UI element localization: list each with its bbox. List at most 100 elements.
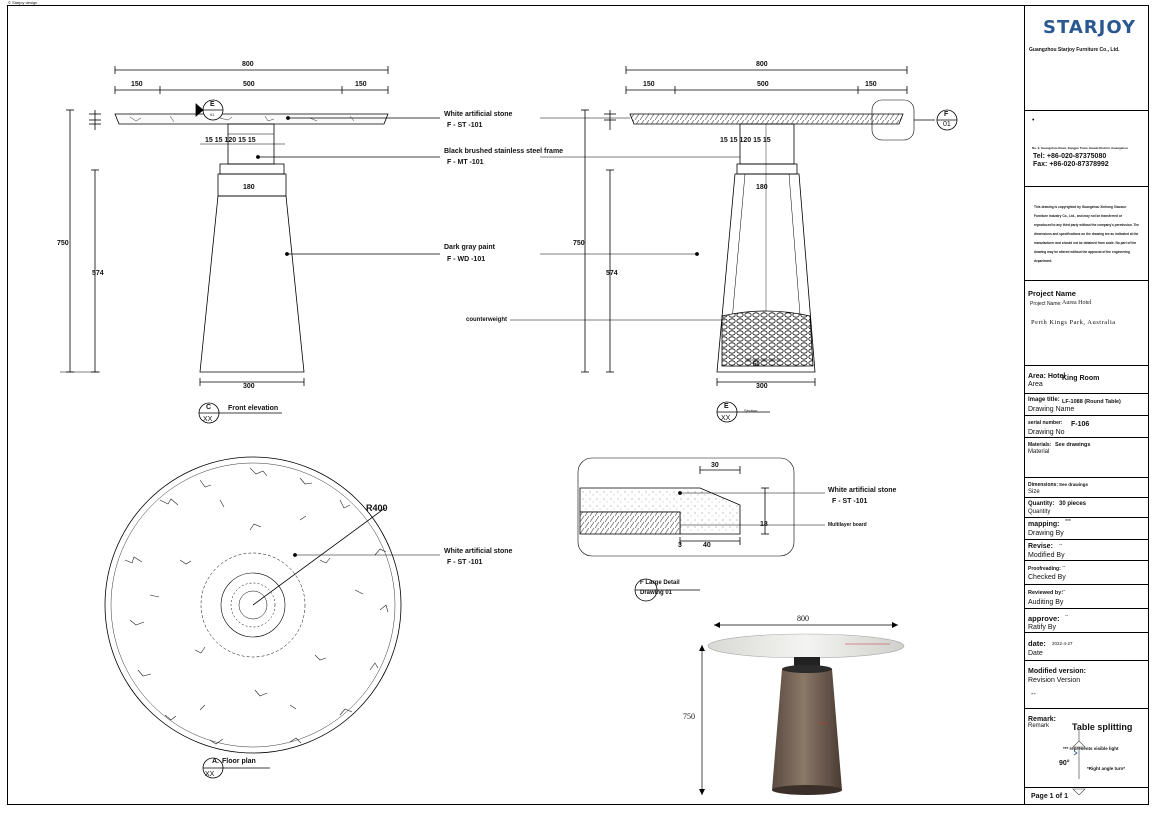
detail-dim-bottom: 40 (703, 542, 711, 549)
callout-frame-code: F - MT -101 (447, 159, 484, 166)
date-label: date: (1028, 639, 1046, 648)
materials-value: See drawings (1055, 442, 1091, 448)
area-value: King Room (1062, 375, 1100, 382)
approve-label: approve: (1028, 614, 1060, 623)
section-tag-letter: E (724, 403, 729, 410)
plan-tag-letter: A. (212, 758, 219, 765)
detail-stone-code: F - ST -101 (832, 498, 868, 505)
image-label: Image title: (1028, 397, 1060, 403)
proof-label: Proofreading: (1028, 566, 1061, 572)
detail-dim-small: 3 (678, 542, 682, 549)
remark-label: Remark: (1028, 716, 1057, 723)
callout-stone-code: F - ST -101 (447, 122, 483, 129)
serial-cell: serial number: F-106 Drawing No (1025, 416, 1148, 438)
plan-radius: R400 (366, 503, 388, 513)
date-sub: Date (1028, 650, 1043, 657)
table-render (699, 622, 905, 795)
review-cell: Reviewed by: -- Auditing By (1025, 585, 1148, 609)
page-number: Page 1 of 1 (1031, 793, 1068, 800)
mapping-label: mapping: (1028, 521, 1060, 528)
dimension-sub: Size (1028, 489, 1040, 495)
project-location: Perth Kings Park, Australia (1031, 319, 1116, 326)
materials-label: Materials: (1028, 442, 1052, 448)
front-dim-mid: 500 (243, 81, 255, 88)
project-name: Aurea Hotel (1062, 300, 1092, 306)
dimension-cell: Dimensions: See drawings Size (1025, 478, 1148, 498)
front-dim-total: 800 (242, 61, 254, 68)
section-dim-right: 150 (865, 81, 877, 88)
callout-paint-code: F - WD -101 (447, 256, 486, 263)
front-dim-col: 180 (243, 184, 255, 191)
quantity-label: Quantity: (1028, 501, 1055, 507)
section-dim-mid: 500 (757, 81, 769, 88)
title-block: STARJOY Guangzhou Starjoy Furniture Co.,… (1024, 5, 1149, 805)
proof-sub: Checked By (1028, 574, 1066, 581)
modified-cell: Modified version: Revision Version -- (1025, 661, 1148, 709)
top-note: © Starjoy design (8, 0, 38, 5)
detail-board: Multilayer board (828, 522, 867, 528)
section-dim-total: 800 (756, 61, 768, 68)
callout-frame: Black brushed stainless steel frame (444, 148, 564, 155)
approve-cell: approve: -- Ratify By (1025, 609, 1148, 633)
image-value: LF-1088 (Round Table) (1062, 399, 1121, 405)
company-cell: STARJOY Guangzhou Starjoy Furniture Co.,… (1025, 5, 1148, 111)
serial-value: F-106 (1071, 421, 1090, 428)
large-detail (577, 457, 825, 602)
project-cell: Project Name Project Name: Aurea Hotel P… (1025, 281, 1148, 366)
front-dim-inner: 15 15 120 15 15 (205, 137, 256, 144)
revise-cell: Revise: -- Modified By (1025, 540, 1148, 561)
remark-sub: Remark (1028, 723, 1050, 729)
callout-counterweight: counterweight (466, 317, 508, 323)
section-dim-left: 150 (643, 81, 655, 88)
mapping-sub: Drawing By (1028, 530, 1064, 537)
area-label: Area: Hotel (1028, 373, 1066, 380)
remark-value: Table splitting (1072, 722, 1133, 732)
front-title: Front elevation (228, 405, 279, 412)
modified-label: Modified version: (1028, 668, 1086, 675)
legend-turn: *Right angle turn* (1087, 766, 1125, 771)
legend-arrow-icon (1072, 729, 1086, 796)
front-dim-height: 750 (57, 240, 69, 247)
copyright-cell: This drawing is copyrighted by Guangzhou… (1025, 187, 1148, 281)
front-marker-letter: E (210, 101, 215, 108)
company-name: Guangzhou Starjoy Furniture Co., Ltd. (1029, 47, 1120, 53)
proof-cell: Proofreading: -- Checked By (1025, 561, 1148, 585)
quantity-value: 30 pieces (1059, 501, 1087, 507)
address-bullet: • (1032, 117, 1035, 124)
image-sub: Drawing Name (1028, 406, 1075, 413)
company-tel: Tel: +86-020-87375080 (1033, 153, 1107, 160)
drawing-frame (7, 5, 1149, 805)
company-logo: STARJOY (1043, 17, 1137, 38)
plan-callout: White artificial stone (444, 548, 513, 555)
detail-dim-side: 18 (760, 521, 768, 528)
front-dim-lower: 574 (92, 270, 104, 277)
section-marker-letter: F (944, 111, 949, 118)
quantity-sub: Quantity (1028, 509, 1051, 515)
render-height: 750 (683, 712, 695, 721)
approve-value: -- (1065, 613, 1069, 619)
section-dim-inner: 15 15 120 15 15 (720, 137, 771, 144)
section-elevation (510, 66, 958, 423)
project-name-label: Project Name: (1030, 301, 1062, 307)
approve-sub: Ratify By (1028, 624, 1057, 631)
company-fax: Fax: +86-020-87378992 (1033, 161, 1109, 168)
review-sub: Auditing By (1028, 599, 1064, 606)
callout-paint: Dark gray paint (444, 244, 495, 251)
front-dim-base: 300 (243, 383, 255, 390)
mapping-cell: mapping: *** Drawing By (1025, 518, 1148, 540)
detail-title: F Large Detail (640, 580, 680, 586)
image-cell: Image title: LF-1088 (Round Table) Drawi… (1025, 394, 1148, 416)
area-cell: Area: Hotel King Room Area (1025, 366, 1148, 394)
company-address: No. 9, Guangzhou Road, Jiangpu Town, Hua… (1032, 146, 1128, 150)
front-tag-letter: C (206, 404, 212, 411)
detail-dim-top: 30 (711, 462, 719, 469)
legend-visible: *** represents visible light (1063, 746, 1119, 751)
revise-value: -- (1059, 542, 1063, 548)
modified-sub: Revision Version (1028, 677, 1081, 684)
plan-title: Floor plan (222, 758, 256, 765)
plan-tag-sub: XX (205, 771, 215, 778)
review-value: -- (1062, 588, 1066, 594)
section-title: Section (744, 408, 758, 413)
section-dim-lower: 574 (606, 270, 618, 277)
section-dim-bottom: 50 (753, 362, 760, 368)
